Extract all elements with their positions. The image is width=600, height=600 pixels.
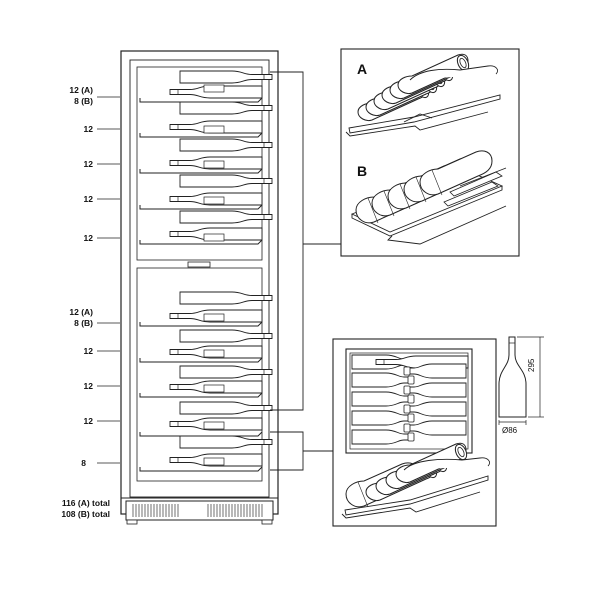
- upper-zone-shelves: [139, 70, 273, 245]
- capacity-label-lower-5: 8: [81, 458, 86, 468]
- shelf-lower-5: [139, 435, 273, 472]
- connector-lines: [270, 71, 341, 471]
- capacity-label-lower-3: 12: [83, 381, 93, 391]
- bottle-dimension-drawing: [498, 336, 544, 425]
- capacity-label-upper-3: 12: [83, 159, 93, 169]
- shelf-lower-1: [139, 291, 273, 327]
- shelf-upper-4: [139, 174, 273, 210]
- rack-illustration-b: [350, 150, 507, 245]
- lower-zone-shelves: [139, 291, 273, 472]
- capacity-label-lower-2: 12: [83, 346, 93, 356]
- bottle-diameter-label: Ø86: [502, 426, 518, 435]
- capacity-label-lower-4: 12: [83, 416, 93, 426]
- shelf-upper-3: [139, 138, 273, 174]
- total-capacity-b: 108 (B) total: [61, 509, 110, 519]
- panel-label-a: A: [357, 61, 368, 77]
- capacity-label-upper-4: 12: [83, 194, 93, 204]
- shelf-lower-3: [139, 365, 273, 398]
- capacity-label-upper-5: 12: [83, 233, 93, 243]
- shelf-top-view: [345, 348, 473, 454]
- total-capacity-a: 116 (A) total: [61, 498, 110, 508]
- control-panel: [187, 261, 211, 268]
- detail-panel-top: [340, 48, 520, 257]
- shelf-lower-2: [139, 329, 273, 363]
- rack-illustration-bottom: [341, 442, 491, 519]
- capacity-label-upper-1a: 12 (A): [69, 85, 93, 95]
- capacity-label-lower-1b: 8 (B): [74, 318, 93, 328]
- label-leader-lines: [97, 96, 120, 464]
- capacity-label-upper-1b: 8 (B): [74, 96, 93, 106]
- capacity-label-upper-2: 12: [83, 124, 93, 134]
- panel-label-b: B: [357, 163, 368, 179]
- foot-left: [126, 519, 138, 525]
- rack-illustration-a: [345, 53, 501, 137]
- detail-panel-bottom: [332, 338, 497, 527]
- foot-right: [261, 519, 273, 525]
- bottle-height-label: 295: [527, 358, 536, 372]
- vent-grille: [132, 504, 263, 517]
- capacity-label-lower-1a: 12 (A): [69, 307, 93, 317]
- shelf-upper-5: [139, 210, 273, 245]
- shelf-upper-2: [139, 101, 273, 138]
